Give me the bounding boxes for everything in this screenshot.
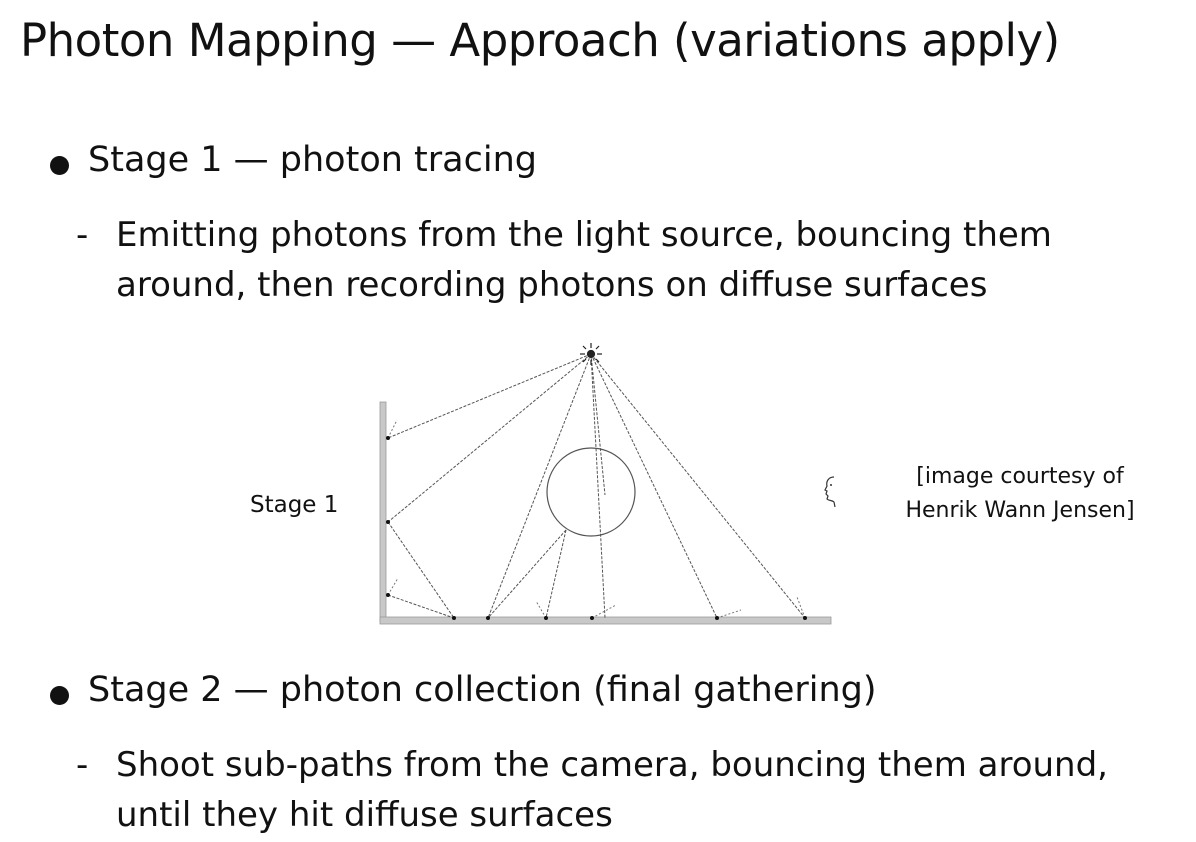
photon-hit: [486, 616, 490, 620]
photon-hit: [386, 436, 390, 440]
image-credit: [image courtesy of Henrik Wann Jensen]: [880, 460, 1160, 528]
photon-hit: [386, 593, 390, 597]
sub-bullet-text: Shoot sub-paths from the camera, bouncin…: [116, 745, 1108, 835]
photon-paths: [387, 353, 806, 619]
left-wall: [379, 401, 387, 623]
photon-hit: [590, 616, 594, 620]
sphere: [546, 447, 636, 537]
photon-hit: [715, 616, 719, 620]
slide-title: Photon Mapping — Approach (variations ap…: [20, 14, 1060, 67]
photon-hit: [452, 616, 456, 620]
reflected-stubs: [387, 419, 806, 619]
floor: [379, 616, 832, 625]
figure-stage-label: Stage 1: [250, 492, 339, 518]
bullet-dot: [50, 156, 69, 175]
sub-bullet-text: Emitting photons from the light source, …: [116, 215, 1052, 305]
sub-bullet-dash: -: [76, 745, 89, 785]
eye-icon: [824, 476, 836, 508]
credit-line-1: [image courtesy of: [916, 464, 1124, 489]
bullet-dot: [50, 686, 69, 705]
photon-tracing-diagram: [370, 335, 840, 630]
sub-bullet-dash: -: [76, 215, 89, 255]
photon-hit: [803, 616, 807, 620]
photon-hit: [386, 520, 390, 524]
photon-hits: [386, 436, 807, 620]
photon-hit: [544, 616, 548, 620]
credit-line-2: Henrik Wann Jensen]: [905, 498, 1135, 523]
bullet-text: Stage 2 — photon collection (final gathe…: [88, 670, 877, 710]
bullet-text: Stage 1 — photon tracing: [88, 140, 537, 180]
light-source-icon: [580, 343, 602, 365]
